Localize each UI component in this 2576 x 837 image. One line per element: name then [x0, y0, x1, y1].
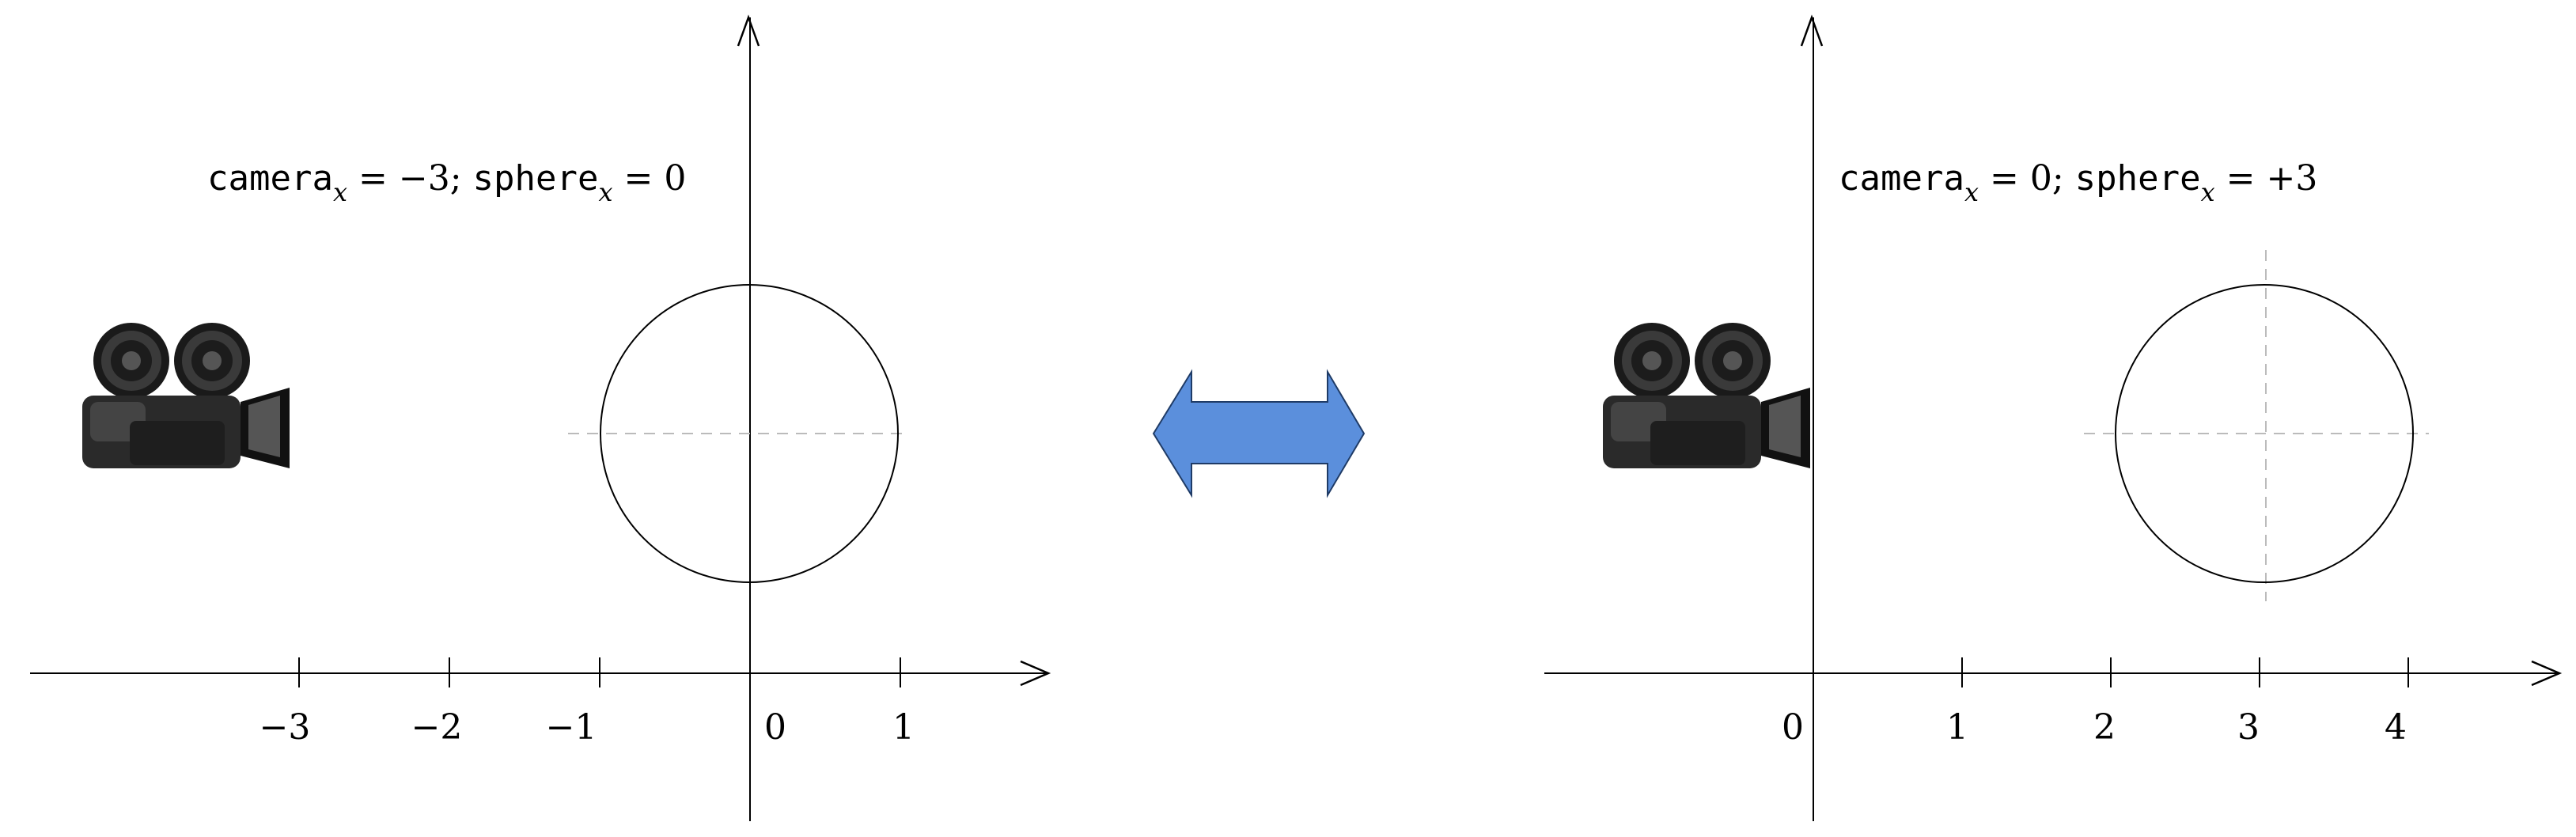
- left-axis-tick-label: −3: [259, 707, 311, 748]
- left-eq-camera-value: = −3;: [347, 158, 473, 199]
- svg-text:camerax = 0; spherex = +3: camerax = 0; spherex = +3: [1839, 158, 2317, 207]
- left-axis-tick-label: −2: [411, 707, 463, 748]
- right-axis-tick-label: 3: [2237, 707, 2260, 748]
- video-camera-icon: [1603, 323, 1810, 468]
- left-y-axis-arrowhead: [737, 14, 760, 47]
- right-x-axis-arrowhead: [2531, 660, 2563, 687]
- right-eq-camera: camera: [1839, 158, 1964, 199]
- left-axis-tick-label: 0: [764, 707, 786, 748]
- right-eq-sphere-sub: x: [2201, 177, 2215, 207]
- right-y-axis-arrowhead: [1800, 14, 1824, 47]
- left-eq-sphere-sub: x: [598, 177, 612, 207]
- right-axis-tick-label: 2: [2093, 707, 2116, 748]
- svg-text:camerax = −3; spherex = 0: camerax = −3; spherex = 0: [207, 158, 686, 207]
- right-eq-camera-sub: x: [1964, 177, 1979, 207]
- left-axis-tick-label: 1: [892, 707, 915, 748]
- left-eq-camera: camera: [207, 158, 333, 199]
- left-sphere: [600, 284, 899, 583]
- video-camera-icon: [82, 323, 290, 468]
- left-eq-sphere: sphere: [473, 158, 599, 199]
- left-axis-tick-label: −1: [546, 707, 597, 748]
- right-axis-tick-label: 4: [2385, 707, 2407, 748]
- left-eq-camera-sub: x: [333, 177, 347, 207]
- right-axis-tick-label: 1: [1946, 707, 1968, 748]
- right-axis-tick-label: 0: [1782, 707, 1804, 748]
- right-eq-camera-value: = 0;: [1979, 158, 2075, 199]
- double-arrow-icon: [1152, 369, 1366, 498]
- right-sphere: [2115, 284, 2414, 583]
- left-eq-sphere-value: = 0: [613, 158, 687, 199]
- right-eq-sphere: sphere: [2075, 158, 2201, 199]
- left-x-axis-arrowhead: [1020, 660, 1051, 687]
- right-eq-sphere-value: = +3: [2215, 158, 2318, 199]
